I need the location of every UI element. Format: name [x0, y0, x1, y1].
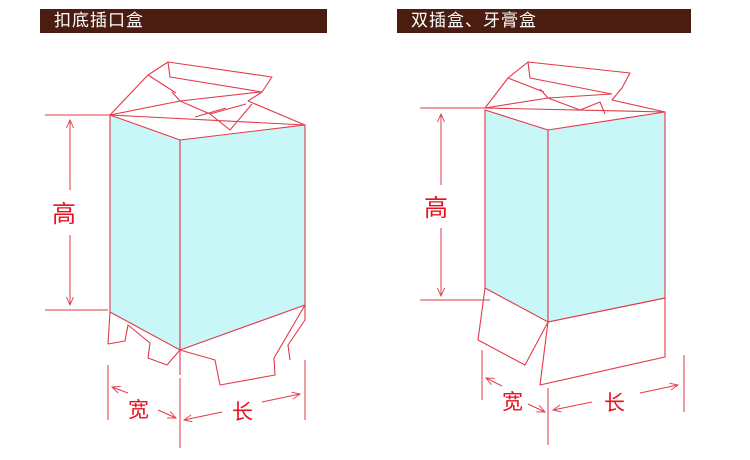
left-side-face: [179, 124, 306, 351]
title-bar-tuck-end-box: 双插盒、牙膏盒: [397, 9, 691, 33]
right-side-face: [547, 111, 666, 323]
right-front-face: [484, 109, 549, 323]
tuck-end-box-drawing: [420, 61, 685, 445]
right-width-arrow-left: [486, 378, 503, 387]
left-width-arrow-left: [112, 387, 129, 393]
title-lock-bottom-box: 扣底插口盒: [54, 11, 144, 31]
right-width-label: 宽: [502, 390, 523, 414]
right-width-arrow-right: [527, 403, 545, 412]
title-bar-lock-bottom-box: 扣底插口盒: [40, 9, 327, 33]
left-width-arrow-right: [157, 409, 176, 419]
left-top-tuck: [147, 61, 263, 94]
right-top-flaps: [484, 61, 666, 115]
right-length-arrow-left: [553, 401, 593, 410]
right-length-label: 长: [604, 391, 625, 415]
right-height-label: 高: [424, 194, 448, 222]
left-front-face: [109, 114, 181, 351]
left-length-arrow-right: [261, 394, 300, 403]
right-bottom-flaps: [477, 287, 666, 386]
left-length-arrow-left: [184, 411, 223, 420]
lock-bottom-box-drawing: [45, 61, 306, 448]
right-length-arrow-right: [639, 385, 678, 394]
left-width-label: 宽: [128, 398, 149, 422]
left-height-label: 高: [52, 200, 76, 228]
title-tuck-end-box: 双插盒、牙膏盒: [411, 11, 537, 31]
left-length-label: 长: [232, 400, 253, 424]
left-top-flaps: [109, 61, 306, 131]
right-top-tuck: [507, 61, 613, 95]
left-bottom-flaps: [107, 304, 306, 386]
